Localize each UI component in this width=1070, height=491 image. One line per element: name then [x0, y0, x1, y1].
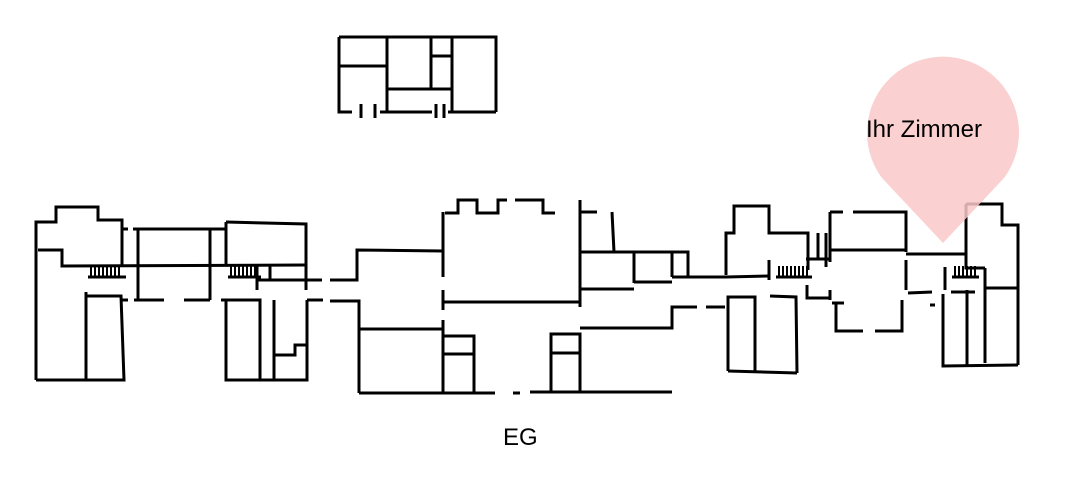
wall: [274, 343, 307, 357]
wall: [443, 334, 476, 393]
wall: [805, 285, 830, 300]
wall: [941, 294, 1019, 368]
staircase-icon: [776, 266, 812, 279]
wall: [330, 248, 444, 282]
wall: [727, 369, 798, 375]
wall: [875, 300, 904, 333]
wall: [907, 290, 933, 295]
wall: [330, 299, 361, 393]
staircase-icon: [88, 266, 126, 279]
wall: [224, 300, 309, 382]
wall: [580, 305, 697, 330]
wall: [34, 205, 124, 380]
wall: [38, 248, 306, 268]
wall: [726, 295, 757, 371]
room-marker-label: Ihr Zimmer: [866, 116, 982, 143]
wall: [337, 37, 352, 114]
wall: [549, 332, 582, 392]
wall: [769, 294, 799, 374]
stairs-group: [88, 266, 979, 279]
wall: [580, 250, 690, 277]
staircase-icon: [228, 266, 261, 279]
wall: [610, 211, 616, 253]
floor-label: EG: [503, 424, 538, 451]
wall: [221, 298, 262, 380]
wall: [853, 210, 908, 252]
wall: [339, 35, 498, 112]
wall: [532, 198, 555, 215]
wall: [966, 202, 1020, 365]
location-pin-icon[interactable]: [867, 56, 1019, 244]
wall: [36, 294, 126, 382]
wall: [445, 198, 507, 215]
walls: [34, 35, 1020, 395]
wall: [225, 220, 308, 290]
wall: [724, 204, 810, 275]
wall: [906, 252, 968, 266]
staircase-icon: [952, 266, 979, 279]
wall: [834, 303, 863, 333]
wall: [725, 274, 770, 279]
